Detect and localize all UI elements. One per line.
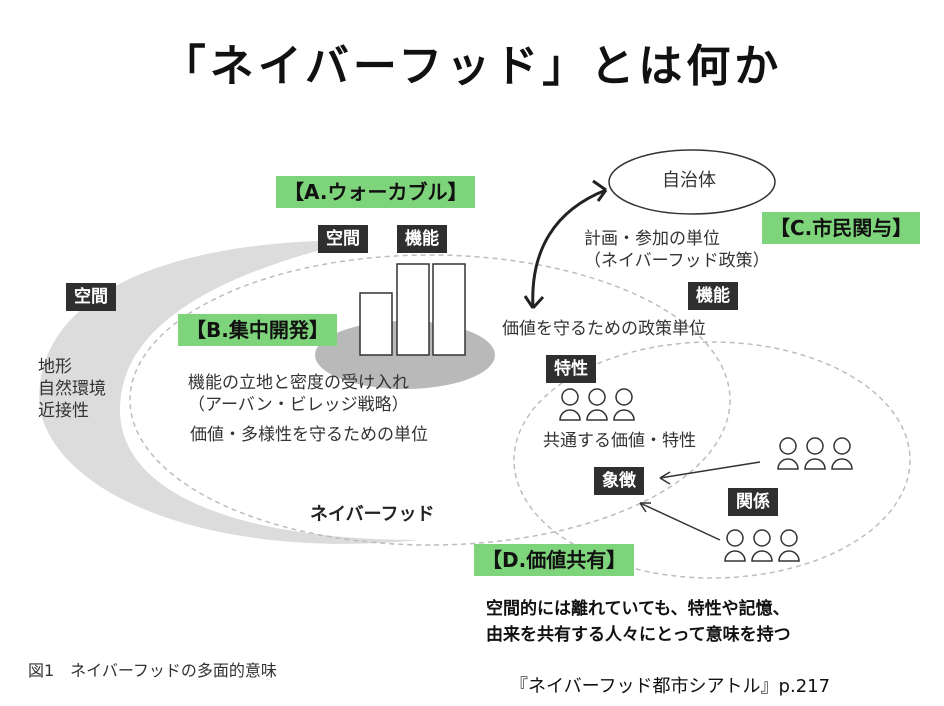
arrow-to-symbol-1 [659,461,761,479]
figure-caption: 図1 ネイバーフッドの多面的意味 [28,661,277,680]
building-2 [396,263,430,356]
neighborhood-ellipse [129,254,731,546]
arrow-head-bottom [523,295,545,310]
arrow-head-symbol-2 [639,502,651,513]
label-compact: 【B.集中開発】 [178,314,337,346]
municipality-label: 自治体 [662,170,716,191]
common-value: 共通する価値・特性 [543,431,696,451]
geo-text: 地形 自然環境 近接性 [38,357,106,421]
building-1 [359,292,393,356]
municipality-arrow [531,188,607,309]
tag-symbol: 象徴 [594,467,644,495]
tag-space-left: 空間 [66,283,116,311]
label-civic: 【C.市民関与】 [762,212,921,244]
municipality-ellipse [608,149,776,215]
label-walkable: 【A.ウォーカブル】 [276,176,476,208]
people-icon-group-1 [559,388,635,421]
tag-function-c: 機能 [688,282,738,310]
policy-unit: 価値を守るための政策単位 [502,319,706,339]
arrow-to-symbol-2 [639,502,721,541]
neighborhood-label: ネイバーフッド [310,504,435,525]
tag-space-a: 空間 [318,225,368,253]
diversity-unit: 価値・多様性を守るための単位 [190,425,428,445]
tag-function-a: 機能 [397,225,447,253]
tag-trait: 特性 [546,355,596,383]
compact-desc: 機能の立地と密度の受け入れ （アーバン・ビレッジ戦略） [188,373,409,415]
tag-relation: 関係 [728,488,778,516]
building-3 [432,263,466,356]
label-shared-value: 【D.価値共有】 [474,544,635,576]
space-crescent [39,240,420,544]
arrow-head-symbol-1 [659,471,671,485]
shared-value-ellipse [513,341,911,579]
shared-desc: 空間的には離れていても、特性や記憶、 由来を共有する人々にとって意味を持つ [486,599,791,645]
people-icon-group-3 [724,529,800,562]
arrow-head-top [592,179,608,202]
page-title: 「ネイバーフッド」とは何か [161,41,783,92]
people-icon-group-2 [777,437,853,470]
source-citation: 『ネイバーフッド都市シアトル』p.217 [510,676,831,697]
civic-unit: 計画・参加の単位 （ネイバーフッド政策） [584,229,770,271]
